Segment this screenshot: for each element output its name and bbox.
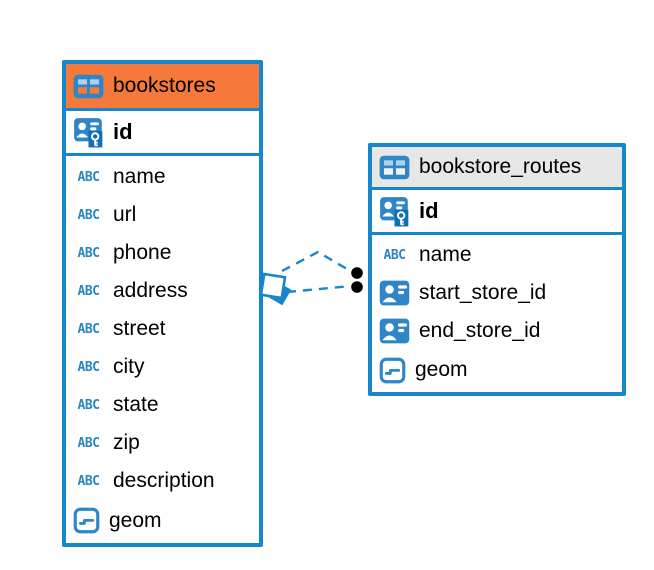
geometry-type-icon [379,357,406,384]
column-row[interactable]: id [372,190,622,235]
column-row[interactable]: ABC address [66,272,259,310]
relation-line[interactable] [281,250,353,274]
relation-diamond-marker[interactable] [259,272,292,306]
column-name-label: name [419,243,472,267]
table-title: bookstore_routes [419,155,582,178]
column-name-label: url [113,203,137,226]
column-name-label: city [113,355,145,378]
columns-list: ABC name start_store_id [372,235,622,392]
geometry-type-icon [73,507,100,534]
table-title: bookstores [113,74,216,97]
table-bookstore-routes[interactable]: bookstore_routes id [368,143,626,396]
column-name-label: name [113,165,166,188]
column-row[interactable]: geom [372,351,622,391]
text-type-icon: ABC [383,247,406,263]
column-name-label: geom [109,508,162,532]
column-row[interactable]: ABC state [66,386,259,424]
text-type-icon: ABC [77,245,100,261]
column-row[interactable]: geom [66,500,259,541]
column-name-label: street [113,317,166,340]
text-type-icon: ABC [77,473,100,489]
column-name-label: end_store_id [419,319,541,343]
table-bookstores[interactable]: bookstores id A [62,60,263,547]
column-row[interactable]: end_store_id [372,312,622,351]
text-type-icon: ABC [77,169,100,185]
column-name-label: state [113,393,159,416]
column-name-label: geom [415,358,468,382]
text-type-icon: ABC [77,283,100,299]
table-header[interactable]: bookstores [66,64,259,111]
column-name-label: address [113,279,188,302]
column-name-label: phone [113,241,172,264]
text-type-icon: ABC [77,435,100,451]
text-type-icon: ABC [77,207,100,223]
relation-endpoint-dot[interactable] [348,264,366,282]
relation-line[interactable] [286,284,352,294]
primary-key-icon [379,196,410,227]
columns-list: ABC name ABC url ABC phone ABC address A… [66,156,259,543]
relation-endpoint-dot[interactable] [348,278,366,296]
column-row[interactable]: start_store_id [372,274,622,313]
table-header[interactable]: bookstore_routes [372,147,622,190]
column-row[interactable]: ABC description [66,462,259,500]
text-type-icon: ABC [77,359,100,375]
primary-key-icon [73,117,104,148]
text-type-icon: ABC [77,397,100,413]
column-name-label: start_store_id [419,280,547,304]
column-row[interactable]: ABC zip [66,424,259,462]
text-type-icon: ABC [77,321,100,337]
column-name-label: description [113,469,215,492]
column-row[interactable]: ABC name [372,237,622,274]
column-row[interactable]: ABC street [66,310,259,348]
table-icon [73,74,104,99]
column-name-label: zip [113,431,140,454]
column-row[interactable]: ABC phone [66,234,259,272]
foreign-key-icon [379,318,410,344]
column-row[interactable]: ABC url [66,196,259,234]
column-row[interactable]: id [66,111,259,156]
column-row[interactable]: ABC city [66,348,259,386]
column-row[interactable]: ABC name [66,158,259,196]
foreign-key-icon [379,280,410,306]
column-name-label: id [419,198,439,223]
table-icon [379,155,410,180]
column-name-label: id [113,119,133,144]
